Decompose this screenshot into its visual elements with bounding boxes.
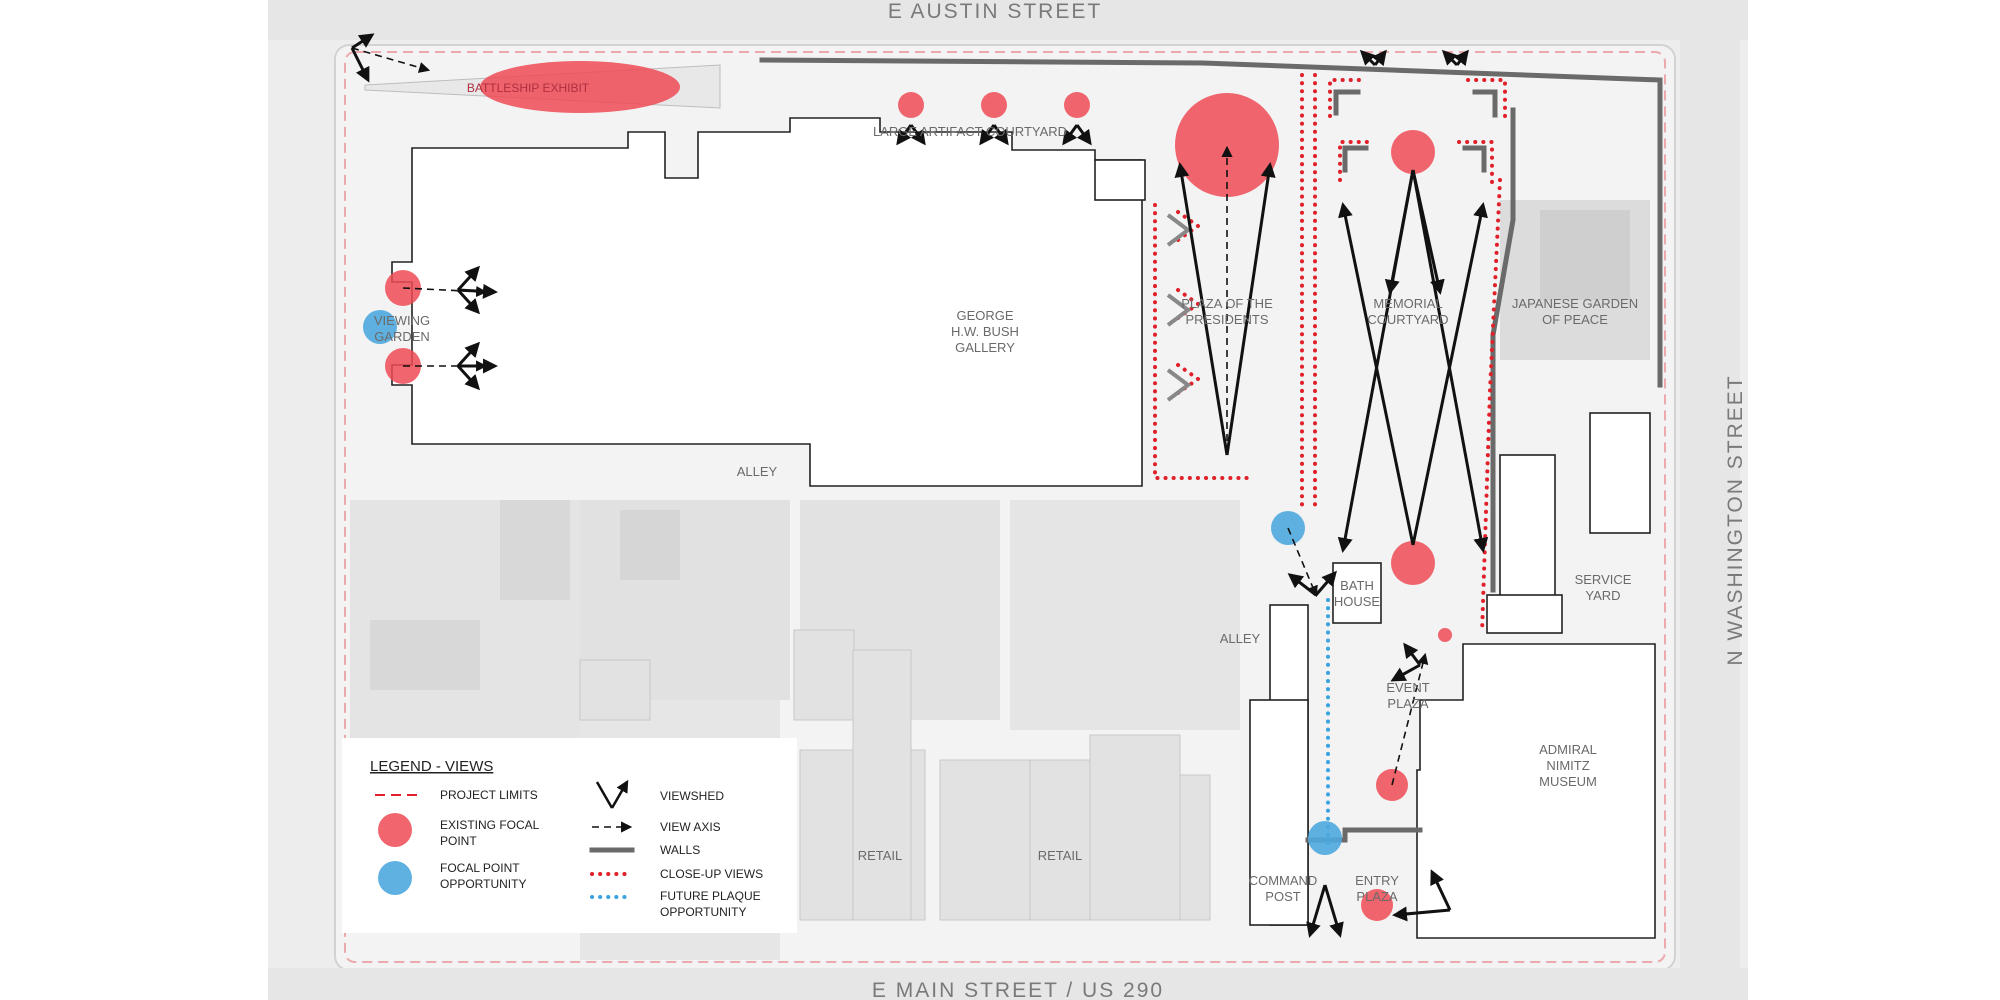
legend-project-limits: PROJECT LIMITS <box>440 788 538 802</box>
retail-buildings <box>579 629 1211 921</box>
legend-viewshed-symbol <box>595 782 627 809</box>
label-command-2: POST <box>1265 889 1300 904</box>
label-service-1: SERVICE <box>1575 572 1632 587</box>
label-entry-2: PLAZA <box>1356 889 1398 904</box>
label-museum-2: NIMITZ <box>1546 758 1589 773</box>
label-alley-1: ALLEY <box>737 464 778 479</box>
legend-focal-opportunity-symbol <box>378 861 412 895</box>
service-building-3 <box>1486 594 1563 634</box>
existing-focal-points <box>385 92 1452 921</box>
project-limits <box>344 51 1666 963</box>
label-retail-2: RETAIL <box>1038 848 1083 863</box>
legend-view-axis: VIEW AXIS <box>660 820 721 834</box>
legend-plaque-2: OPPORTUNITY <box>660 905 746 919</box>
street-n-washington: N WASHINGTON STREET <box>1724 374 1747 665</box>
battleship-exhibit-focal <box>480 61 680 113</box>
legend-closeup: CLOSE-UP VIEWS <box>660 867 763 881</box>
label-bath-2: HOUSE <box>1334 594 1381 609</box>
legend-viewshed: VIEWSHED <box>660 789 724 803</box>
label-viewing-1: VIEWING <box>374 313 430 328</box>
legend-existing-focal-2: POINT <box>440 834 477 848</box>
label-memorial-1: MEMORIAL <box>1373 296 1442 311</box>
label-museum-1: ADMIRAL <box>1539 742 1597 757</box>
label-viewing-2: GARDEN <box>374 329 430 344</box>
label-entry-1: ENTRY <box>1355 873 1399 888</box>
label-event-2: PLAZA <box>1387 696 1429 711</box>
label-japanese-2: OF PEACE <box>1542 312 1608 327</box>
legend-plaque-1: FUTURE PLAQUE <box>660 889 761 903</box>
label-memorial-2: COURTYARD <box>1367 312 1448 327</box>
label-battleship: BATTLESHIP EXHIBIT <box>467 81 590 95</box>
label-presidents-1: PLAZA OF THE <box>1181 296 1273 311</box>
label-museum-3: MUSEUM <box>1539 774 1597 789</box>
label-presidents-2: PRESIDENTS <box>1185 312 1268 327</box>
plaza-chevrons <box>1166 213 1192 402</box>
bath-house-building <box>1332 562 1382 624</box>
label-gallery-2: H.W. BUSH <box>951 324 1019 339</box>
label-gallery-3: GALLERY <box>955 340 1015 355</box>
label-japanese-1: JAPANESE GARDEN <box>1512 296 1638 311</box>
east-road <box>1680 40 1740 970</box>
admiral-nimitz-museum <box>1416 643 1656 939</box>
legend-box <box>342 738 797 933</box>
label-gallery-1: GEORGE <box>956 308 1013 323</box>
legend-existing-focal-1: EXISTING FOCAL <box>440 818 540 832</box>
label-service-2: YARD <box>1585 588 1620 603</box>
legend: LEGEND - VIEWS PROJECT LIMITS EXISTING F… <box>342 738 797 933</box>
street-e-austin: E AUSTIN STREET <box>888 0 1102 23</box>
view-axes <box>351 47 1429 786</box>
legend-focal-opportunity-2: OPPORTUNITY <box>440 877 526 891</box>
service-building-2 <box>1589 412 1651 534</box>
legend-existing-focal-symbol <box>378 813 412 847</box>
viewsheds <box>350 33 1489 938</box>
label-bath-1: BATH <box>1340 578 1374 593</box>
south-road <box>268 968 1748 1000</box>
legend-focal-opportunity-1: FOCAL POINT <box>440 861 520 875</box>
gallery-annex <box>1094 159 1146 201</box>
label-courtyard: LARGE ARTIFACT COURTYARD <box>873 124 1067 139</box>
label-event-1: EVENT <box>1386 680 1429 695</box>
north-road <box>268 0 1748 40</box>
label-retail-1: RETAIL <box>858 848 903 863</box>
street-e-main: E MAIN STREET / US 290 <box>872 979 1164 1000</box>
george-hw-bush-gallery <box>391 117 1143 487</box>
label-alley-2: ALLEY <box>1220 631 1261 646</box>
label-command-1: COMMAND <box>1249 873 1318 888</box>
command-post-building-2 <box>1249 699 1309 926</box>
legend-walls: WALLS <box>660 843 700 857</box>
legend-title: LEGEND - VIEWS <box>370 758 493 775</box>
